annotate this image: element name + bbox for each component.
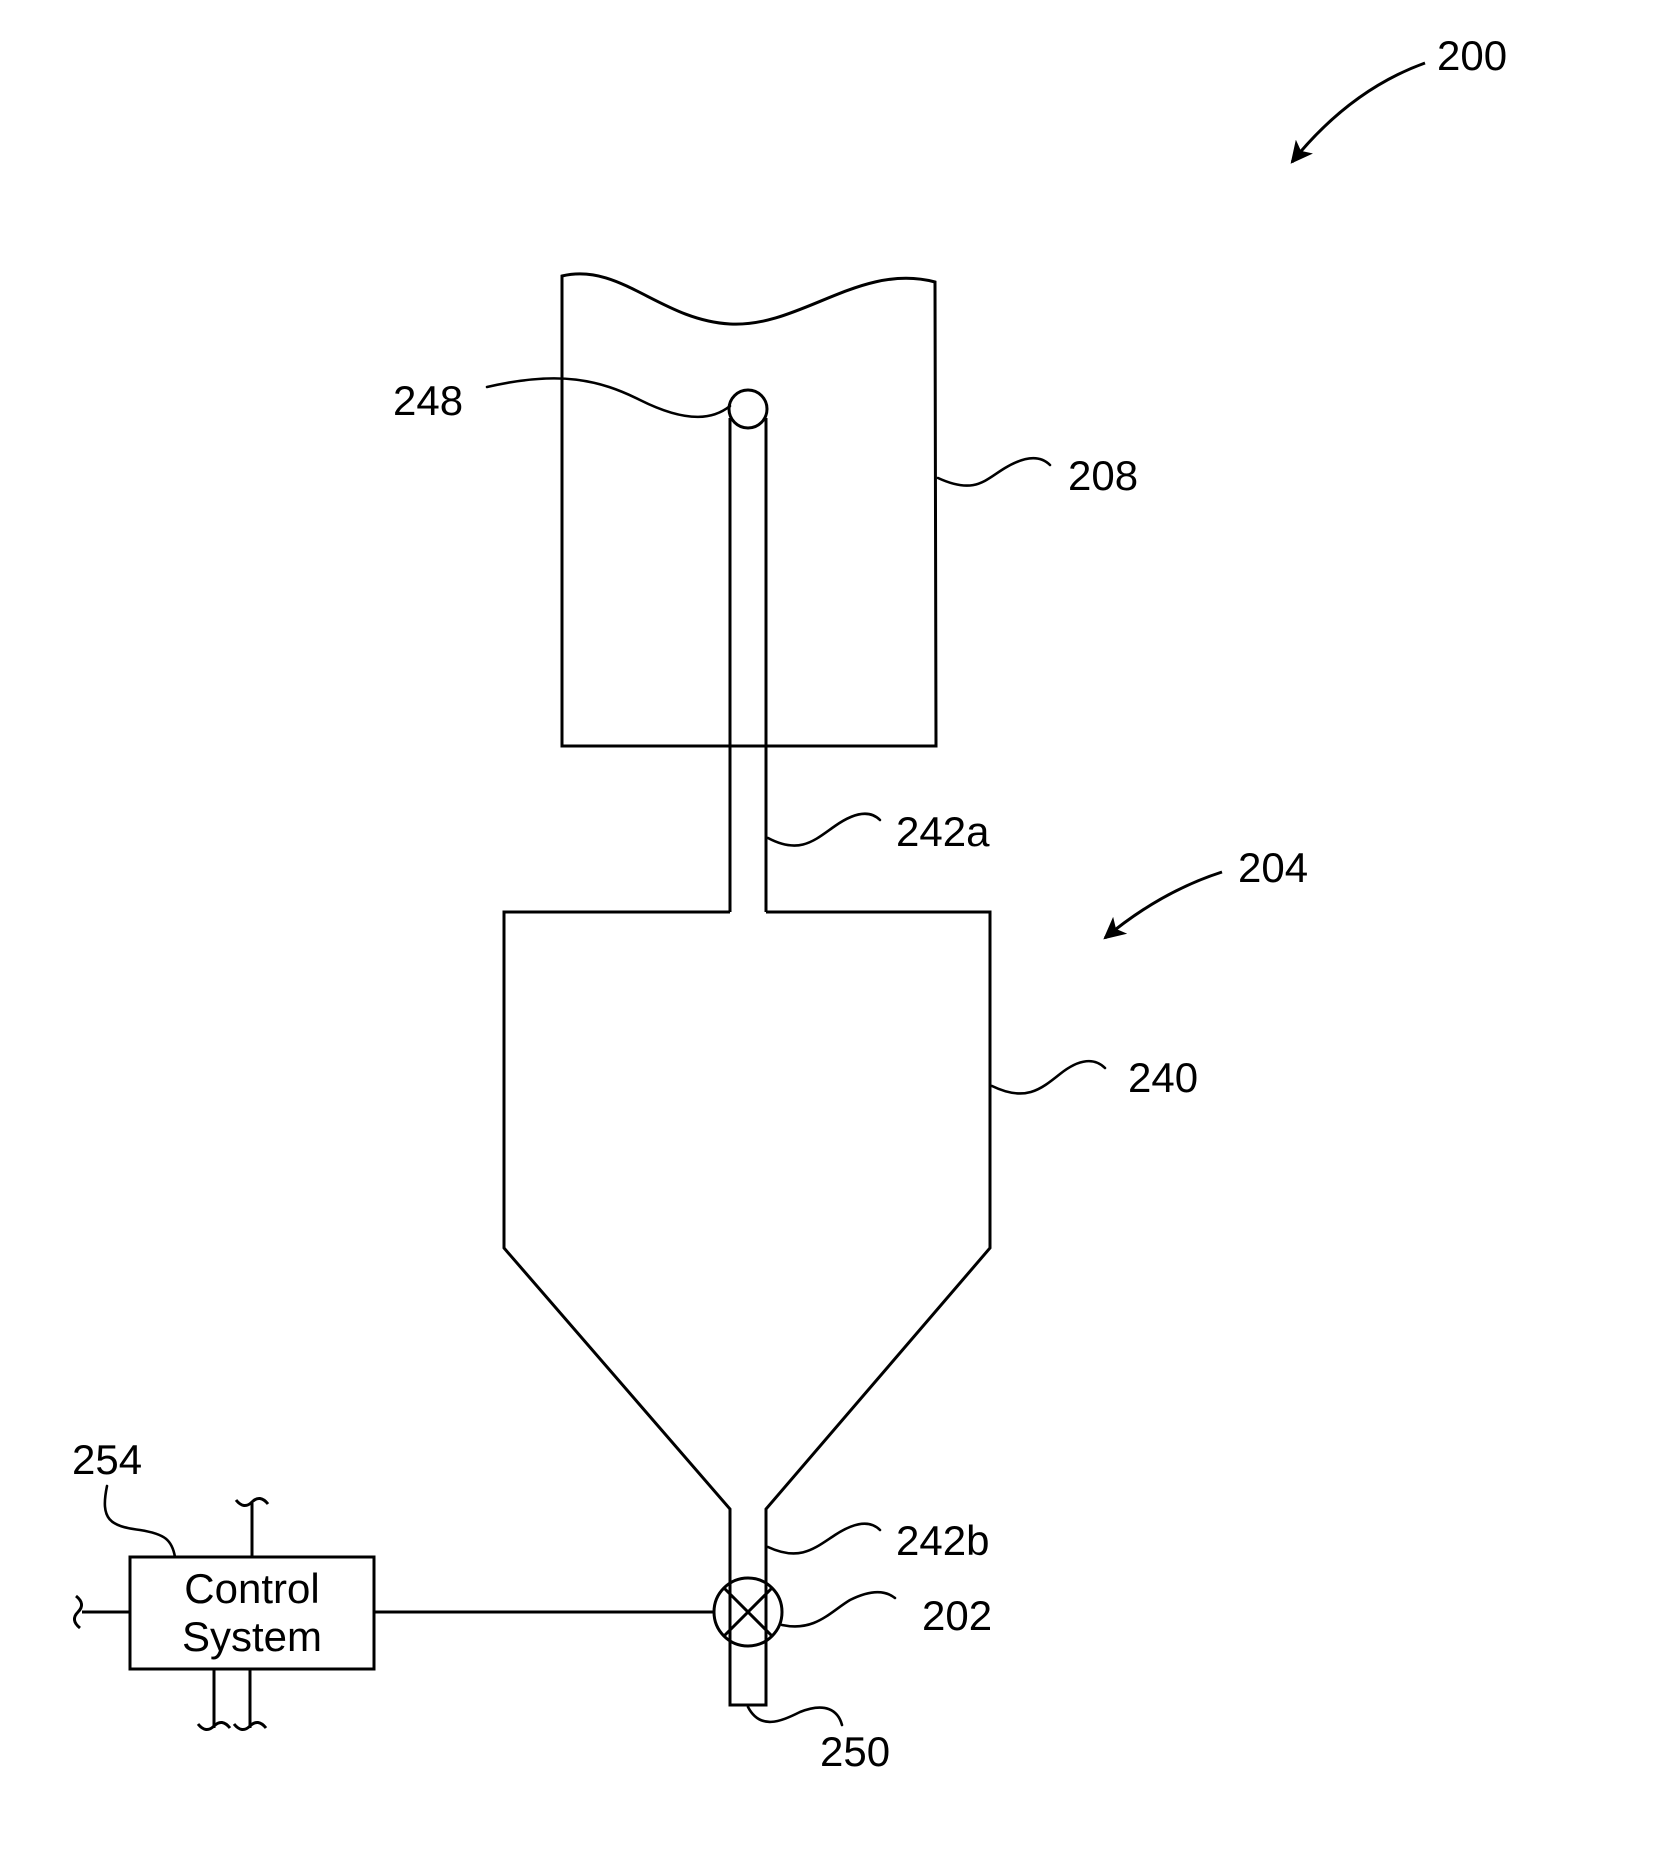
controller-callout: 254	[72, 1436, 175, 1557]
upper-vessel-callout: 208	[938, 452, 1138, 499]
valve-callout: 202	[782, 1592, 992, 1639]
outlet-leader-line	[748, 1707, 842, 1725]
upper-vessel-outline	[562, 274, 936, 746]
inlet-leader-line	[487, 378, 730, 417]
upper-conduit-callout: 242a	[768, 808, 990, 855]
curved-arrow-icon	[1292, 63, 1425, 162]
lower-conduit-ref-label: 242b	[896, 1517, 989, 1564]
lower-conduit-callout: 242b	[768, 1517, 989, 1564]
system-ref-label: 200	[1437, 32, 1507, 79]
subsystem-ref-label: 204	[1238, 844, 1308, 891]
upper-conduit-ref-label: 242a	[896, 808, 990, 855]
crossed-circle-valve-icon	[714, 1578, 782, 1646]
control-system-label-line1: Control	[184, 1565, 319, 1612]
line-break-icon	[74, 1596, 81, 1628]
upper-conduit-leader-line	[768, 814, 880, 846]
system-pointer: 200	[1292, 32, 1507, 162]
inlet-head	[729, 390, 767, 428]
outlet-callout: 250	[748, 1707, 890, 1775]
hopper-leader-line	[992, 1061, 1105, 1093]
subsystem-pointer: 204	[1105, 844, 1308, 938]
inlet-ref-label: 248	[393, 377, 463, 424]
valve	[714, 1578, 782, 1646]
upper-vessel-ref-label: 208	[1068, 452, 1138, 499]
controller-leader-line	[105, 1486, 175, 1557]
valve-leader-line	[782, 1592, 895, 1626]
hopper-outline	[504, 912, 990, 1705]
upper-vessel	[562, 274, 936, 912]
control-system: Control System	[74, 1498, 714, 1729]
valve-ref-label: 202	[922, 1592, 992, 1639]
hopper-ref-label: 240	[1128, 1054, 1198, 1101]
control-system-label-line2: System	[182, 1613, 322, 1660]
curved-arrow-icon	[1105, 872, 1222, 938]
hopper-callout: 240	[992, 1054, 1198, 1101]
hopper	[504, 912, 990, 1705]
lower-conduit-leader-line	[768, 1524, 880, 1554]
outlet-ref-label: 250	[820, 1728, 890, 1775]
upper-conduit	[730, 418, 766, 912]
controller-ref-label: 254	[72, 1436, 142, 1483]
upper-vessel-leader-line	[938, 458, 1050, 485]
